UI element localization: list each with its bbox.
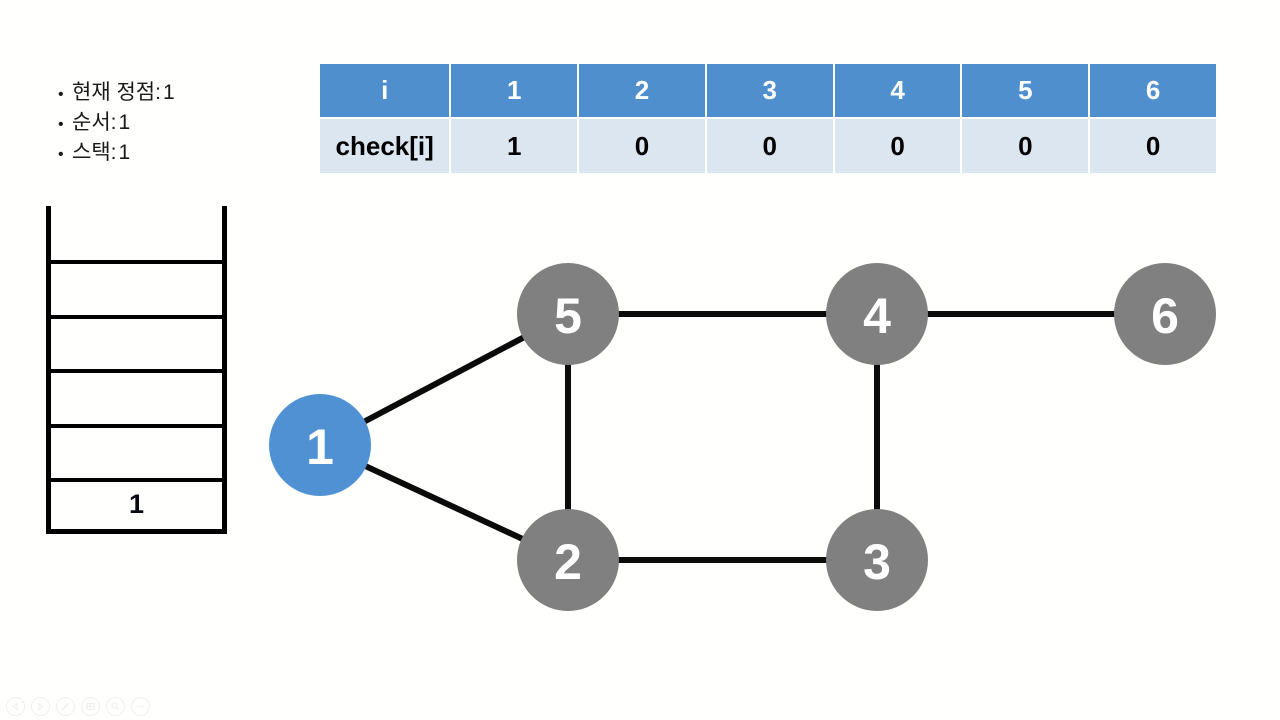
table-cell-check-6: 0 (1090, 119, 1216, 173)
stack-cell-3 (51, 370, 222, 424)
slide-show-button[interactable] (81, 697, 100, 716)
check-array-table: i 1 2 3 4 5 6 check[i] 1 0 0 0 0 0 (318, 62, 1218, 175)
stack-divider (46, 369, 227, 373)
stack-cell-5 (51, 261, 222, 315)
triangle-left-icon (12, 702, 18, 711)
ellipsis-icon (137, 705, 144, 708)
table-cell-check-4: 0 (834, 119, 961, 173)
table-header-cell-3: 3 (706, 64, 833, 117)
graph-edges (318, 311, 1165, 563)
grid-icon (86, 702, 95, 711)
bullet-marker-icon: • (58, 116, 64, 133)
bullet-item-order: • 순서: 1 (58, 108, 308, 138)
edge-1-5 (318, 311, 570, 448)
graph-node-5[interactable]: 5 (517, 263, 619, 365)
table-header-cell-i: i (320, 64, 450, 117)
table-header-cell-5: 5 (962, 64, 1089, 117)
bullet-marker-icon: • (58, 146, 64, 163)
stack-floor (46, 529, 227, 534)
table-row-label-check: check[i] (320, 119, 450, 173)
next-slide-button[interactable] (31, 697, 50, 716)
node-circle-6 (1114, 263, 1216, 365)
bullet-value-order: 1 (118, 111, 131, 134)
bullet-value-stack: 1 (118, 141, 131, 164)
table-header-cell-4: 4 (834, 64, 961, 117)
node-label-4: 4 (863, 288, 891, 344)
graph-node-1[interactable]: 1 (269, 394, 371, 496)
stack-divider (46, 260, 227, 264)
node-label-3: 3 (863, 534, 891, 590)
magnifier-icon (111, 702, 120, 711)
bullet-label-order: 순서: (72, 111, 117, 134)
bullet-value-current-vertex: 1 (162, 81, 175, 104)
table-cell-check-1: 1 (451, 119, 578, 173)
pen-icon (62, 703, 69, 710)
stack-cell-6 (51, 206, 222, 260)
graph-nodes: 5 4 6 2 3 1 (269, 263, 1216, 611)
node-circle-3 (826, 509, 928, 611)
bullet-item-current-vertex: • 현재 정점: 1 (58, 78, 308, 108)
table-header-cell-6: 6 (1090, 64, 1216, 117)
table-header-cell-2: 2 (579, 64, 705, 117)
more-options-button[interactable] (131, 697, 150, 716)
presentation-toolbar[interactable] (6, 697, 150, 716)
node-circle-1 (269, 394, 371, 496)
table-cell-check-3: 0 (706, 119, 833, 173)
previous-slide-button[interactable] (6, 697, 25, 716)
stack-divider (46, 424, 227, 428)
table-row: check[i] 1 0 0 0 0 0 (320, 119, 1216, 173)
edge-1-2 (318, 442, 570, 563)
table-header-row: i 1 2 3 4 5 6 (320, 64, 1216, 117)
stack-cell-4 (51, 316, 222, 370)
node-label-5: 5 (554, 288, 582, 344)
graph-node-2[interactable]: 2 (517, 509, 619, 611)
stack-cell-2 (51, 425, 222, 479)
stack-visual: 1 (46, 206, 227, 534)
bullet-label-stack: 스택: (72, 141, 117, 164)
graph-node-6[interactable]: 6 (1114, 263, 1216, 365)
graph-node-4[interactable]: 4 (826, 263, 928, 365)
node-circle-5 (517, 263, 619, 365)
node-label-2: 2 (554, 534, 582, 590)
stack-cell-1: 1 (128, 488, 145, 519)
graph-node-3[interactable]: 3 (826, 509, 928, 611)
triangle-right-icon (38, 702, 44, 711)
node-circle-4 (826, 263, 928, 365)
bullet-label-current-vertex: 현재 정점: (72, 81, 161, 104)
node-label-1: 1 (306, 419, 334, 475)
bullet-item-stack: • 스택: 1 (58, 138, 308, 168)
node-label-6: 6 (1151, 288, 1179, 344)
table-cell-check-2: 0 (579, 119, 705, 173)
stack-divider (46, 478, 227, 482)
node-circle-2 (517, 509, 619, 611)
bullet-marker-icon: • (58, 86, 64, 103)
status-bullet-list: • 현재 정점: 1 • 순서: 1 • 스택: 1 (58, 78, 308, 168)
zoom-button[interactable] (106, 697, 125, 716)
pen-button[interactable] (56, 697, 75, 716)
table-header-cell-1: 1 (451, 64, 578, 117)
stack-divider (46, 315, 227, 319)
table-cell-check-5: 0 (962, 119, 1089, 173)
